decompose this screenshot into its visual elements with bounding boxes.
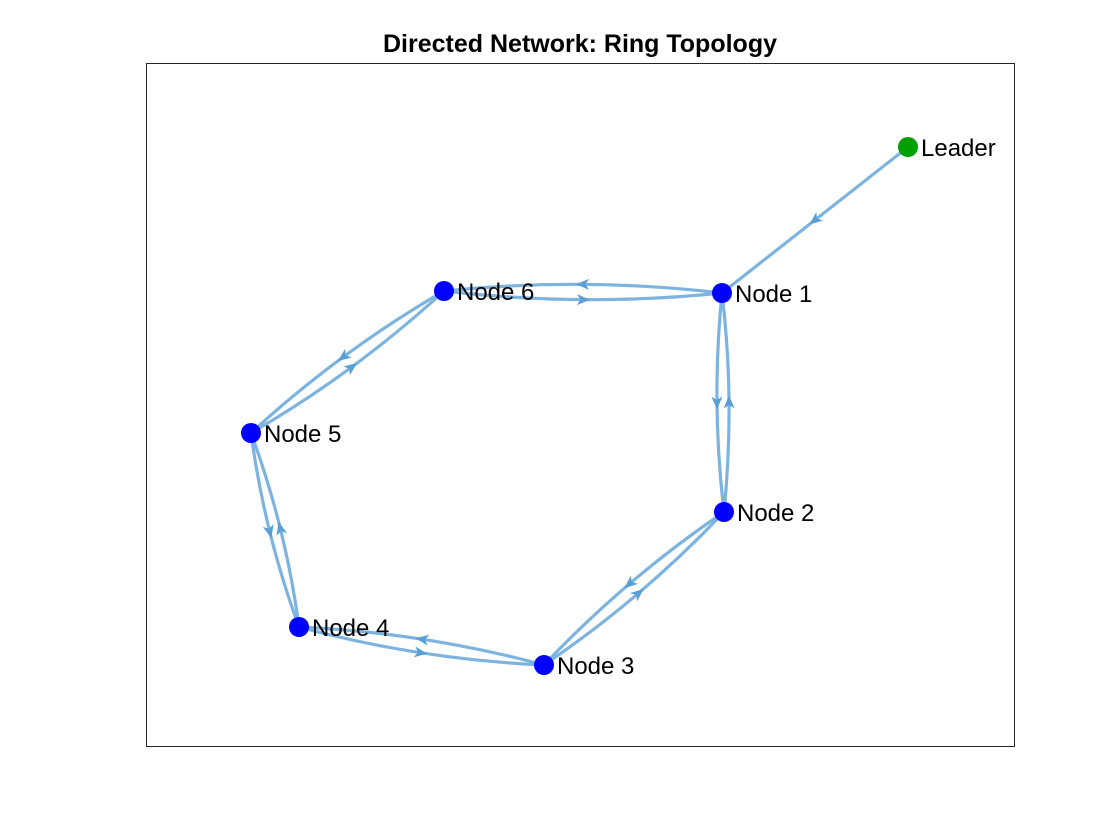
node-label-n4: Node 4	[312, 615, 389, 642]
node-marker-n5	[241, 423, 261, 443]
arrow-icon-n1-to-n6	[576, 278, 590, 290]
arrow-icon-leader-to-n1	[809, 211, 824, 225]
arrow-icon-n3-to-n2	[630, 588, 644, 602]
edges-layer	[249, 145, 910, 667]
arrow-icon-n5-to-n4	[262, 524, 274, 539]
arrow-icon-n3-to-n4	[415, 634, 430, 646]
arrow-icon-n4-to-n5	[276, 521, 288, 536]
arrow-icon-n2-to-n3	[624, 575, 638, 589]
node-marker-n3	[534, 655, 554, 675]
node-label-n2: Node 2	[737, 500, 814, 527]
plot-title: Directed Network: Ring Topology	[383, 30, 777, 58]
node-marker-n1	[712, 283, 732, 303]
arrow-icon-n1-to-n2	[711, 396, 723, 410]
arrow-icon-n6-to-n5	[337, 348, 352, 361]
arrow-icon-n5-to-n6	[343, 363, 358, 376]
node-label-leader: Leader	[921, 135, 996, 162]
node-marker-leader	[898, 137, 918, 157]
node-marker-n2	[714, 502, 734, 522]
arrow-icon-n4-to-n3	[413, 646, 428, 658]
node-label-n6: Node 6	[457, 279, 534, 306]
node-label-n5: Node 5	[264, 421, 341, 448]
arrow-icon-n2-to-n1	[723, 395, 735, 409]
node-label-n1: Node 1	[735, 281, 812, 308]
node-marker-n4	[289, 617, 309, 637]
node-label-n3: Node 3	[557, 653, 634, 680]
node-marker-n6	[434, 281, 454, 301]
arrow-icon-n6-to-n1	[576, 294, 590, 306]
